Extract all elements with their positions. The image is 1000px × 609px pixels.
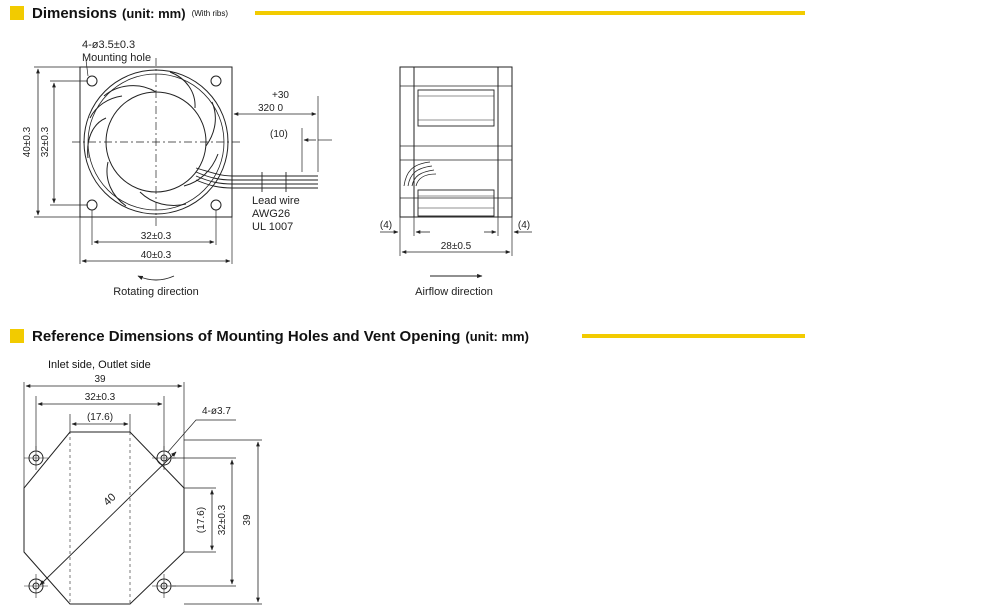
outer-width-label: 39: [94, 374, 106, 385]
side-view: [380, 66, 532, 279]
rib-left-label: (4): [380, 220, 392, 231]
side-view-labels: (4) (4) 28±0.5 Airflow direction: [380, 220, 530, 298]
section-header-reference: Reference Dimensions of Mounting Holes a…: [10, 326, 529, 346]
section-header-dimensions: Dimensions (unit: mm) (With ribs): [10, 3, 228, 23]
side-wires: [403, 161, 437, 187]
height-outer-label: 40±0.3: [22, 126, 33, 157]
mount-holes: [24, 446, 176, 598]
vent-inner-v-label: (17.6): [196, 507, 207, 533]
section-title: Dimensions: [32, 4, 118, 22]
vent-inner-h-label: (17.6): [87, 412, 113, 423]
section-rule: [582, 334, 805, 338]
mount-hole-spec-label: 4-ø3.7: [202, 406, 231, 417]
mount-side-caption: Inlet side, Outlet side: [48, 359, 151, 371]
front-view: [34, 58, 332, 281]
mounting-hole: [210, 75, 222, 87]
depth-label: 28±0.5: [441, 241, 472, 252]
fan-blades: [87, 71, 219, 207]
section-marker-icon: [10, 6, 24, 20]
hole-label: Mounting hole: [82, 52, 151, 64]
section-marker-icon: [10, 329, 24, 343]
diagonal-label: 40: [101, 491, 118, 508]
lead-wire-label: Lead wire: [252, 195, 300, 207]
rotation-caption: Rotating direction: [113, 286, 199, 298]
mounting-hole: [86, 199, 98, 211]
strip-length-label: (10): [270, 129, 288, 140]
hole-pitch-h-label: 32±0.3: [85, 392, 116, 403]
mounting-hole: [86, 75, 98, 87]
outer-height-label: 39: [242, 514, 253, 526]
hole-pitch-v-label: 32±0.3: [217, 504, 228, 535]
mount-view-labels: Inlet side, Outlet side 39 32±0.3 (17.6)…: [48, 359, 253, 535]
height-inner-label: 32±0.3: [40, 126, 51, 157]
section-note: (With ribs): [191, 8, 229, 18]
width-inner-label: 32±0.3: [141, 231, 172, 242]
vent-opening: [23, 431, 185, 605]
width-outer-label: 40±0.3: [141, 250, 172, 261]
cable-tolerance-label: +30: [272, 90, 289, 101]
hole-spec-label: 4-ø3.5±0.3: [82, 39, 135, 51]
awg-label: AWG26: [252, 208, 290, 220]
airflow-caption: Airflow direction: [415, 286, 493, 298]
section-unit: (unit: mm): [465, 328, 529, 344]
lead-wires: [195, 167, 318, 192]
cable-length-label: 320 0: [258, 103, 283, 114]
section-title: Reference Dimensions of Mounting Holes a…: [32, 327, 461, 345]
front-view-labels: 4-ø3.5±0.3 Mounting hole 40±0.3 32±0.3 3…: [22, 39, 300, 298]
mount-view: [23, 382, 262, 605]
rib-right-label: (4): [518, 220, 530, 231]
section-rule: [255, 11, 805, 15]
section-unit: (unit: mm): [122, 5, 186, 21]
side-frame: [399, 66, 513, 218]
mounting-hole: [210, 199, 222, 211]
ul-label: UL 1007: [252, 221, 293, 233]
